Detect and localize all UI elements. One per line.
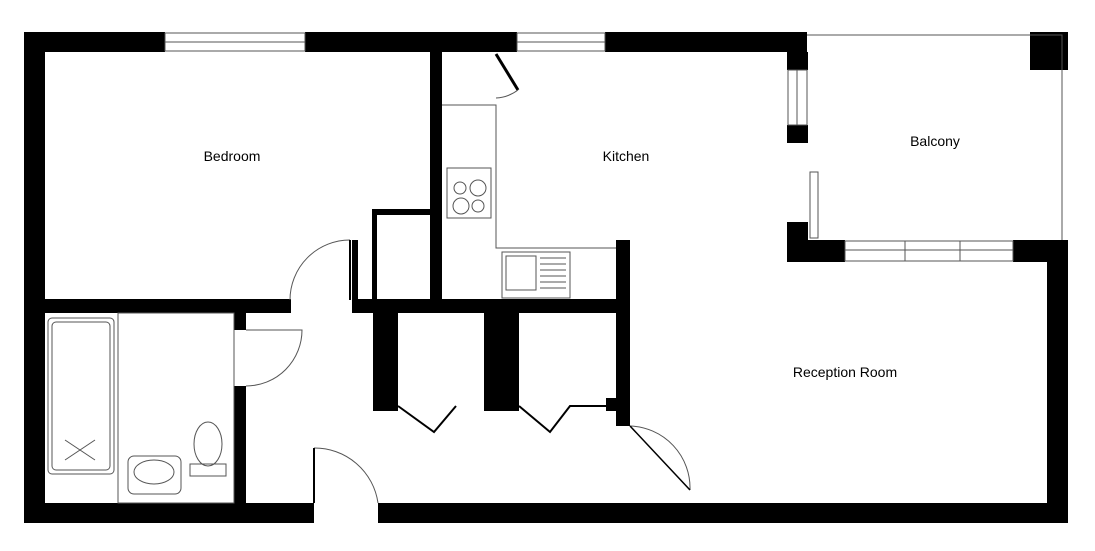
wall-bath-right: [234, 386, 246, 503]
kitchen-fixtures: [442, 104, 616, 299]
doors: [245, 53, 691, 504]
wall-hall-top: [352, 299, 630, 313]
wall-top-mid: [305, 32, 517, 52]
wall-left: [24, 32, 45, 523]
wall-cupboard-left: [373, 313, 398, 411]
wall-bottom-left: [24, 503, 314, 523]
wall-closet-top: [372, 209, 432, 215]
room-label-reception: Reception Room: [793, 364, 897, 380]
wall-bath-right-top: [234, 313, 246, 330]
wall-closet-side: [352, 240, 358, 300]
wall-top-left: [24, 32, 165, 52]
wall-balcony-top: [787, 52, 808, 70]
room-label-balcony: Balcony: [910, 133, 960, 149]
sliding-door: [809, 171, 819, 239]
walls: [24, 32, 1068, 523]
room-label-bedroom: Bedroom: [204, 148, 261, 164]
wall-closet-left: [372, 209, 377, 299]
wall-kitchen-reception: [616, 240, 630, 426]
wall-right: [1047, 240, 1068, 523]
room-labels: Bedroom Kitchen Balcony Reception Room: [204, 133, 960, 380]
wall-balcony-bottom-left: [787, 240, 845, 262]
wall-top-right: [605, 32, 807, 52]
toilet-icon: [193, 421, 223, 467]
bathroom-fixtures: [47, 312, 235, 504]
wall-bottom-right: [378, 503, 1068, 523]
wall-balcony-bottom-right: [1013, 240, 1068, 262]
sink-icon: [501, 251, 571, 299]
bathtub-icon: [47, 317, 115, 475]
room-label-kitchen: Kitchen: [603, 148, 650, 164]
wall-balcony-left: [787, 125, 808, 143]
washbasin-icon: [127, 455, 182, 495]
wall-cupboard-right: [606, 398, 630, 411]
wall-cupboard-mid: [484, 313, 519, 411]
windows: [164, 32, 1063, 262]
hob-icon: [446, 167, 492, 219]
wall-bedroom-bath: [45, 299, 291, 313]
wall-bedroom-kitchen: [430, 52, 442, 304]
